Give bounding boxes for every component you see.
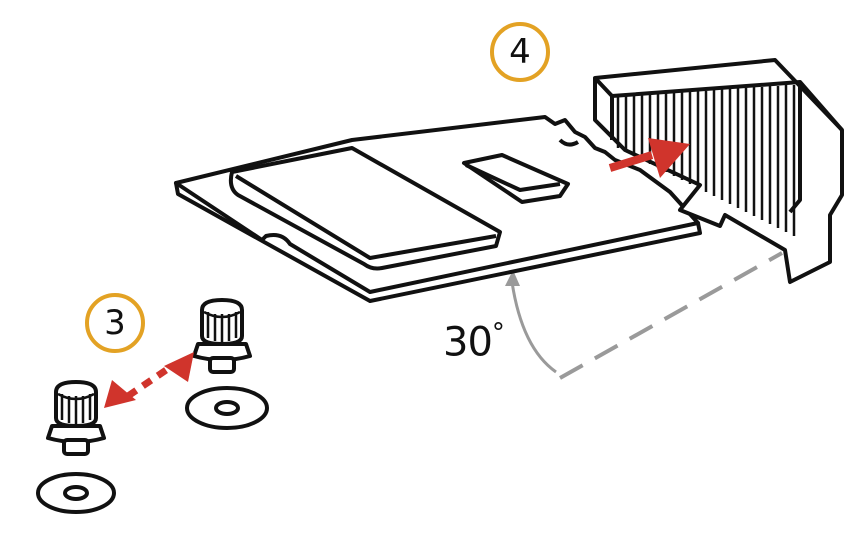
- m2-card: [174, 115, 702, 303]
- standoff-screw-icon: [46, 380, 106, 456]
- card-chip-small-top: [465, 163, 561, 192]
- angle-guide: [505, 251, 783, 380]
- angle-arc-arrowhead: [505, 270, 520, 286]
- insert-arrow-head: [648, 138, 690, 178]
- angle-arc: [510, 281, 557, 374]
- card-gold-finger-notch: [558, 138, 580, 147]
- step-3-badge: 3: [85, 293, 145, 353]
- screw-knurl: [57, 392, 95, 424]
- card-chip-large-top: [234, 174, 497, 260]
- card-chip-small: [462, 153, 570, 204]
- step-3-number: 3: [104, 303, 126, 343]
- dashed-guide-line: [559, 251, 783, 380]
- standoff-screw-icon: [192, 298, 252, 374]
- card-chip-large: [228, 146, 502, 271]
- slot-top: [593, 76, 844, 132]
- angle-label: 30°: [443, 318, 505, 366]
- insert-arrow: [608, 138, 690, 178]
- angle-unit: °: [491, 318, 505, 348]
- angle-value: 30: [443, 319, 493, 366]
- step-4-badge: 4: [490, 22, 550, 82]
- insert-arrow-shaft: [608, 151, 654, 172]
- washer-icon: [185, 386, 269, 430]
- screw-move-arrow: [104, 352, 194, 408]
- screw-move-arrow-head-left: [104, 380, 136, 408]
- m2-slot: [593, 58, 844, 284]
- washer-inner: [63, 485, 89, 501]
- screw-shank: [208, 356, 236, 374]
- screw-knurl: [203, 310, 241, 342]
- screw-move-arrow-head-right: [164, 352, 194, 382]
- washer-icon: [36, 472, 116, 514]
- step-4-number: 4: [509, 32, 531, 72]
- washer-inner: [214, 400, 240, 416]
- screw-shank: [62, 438, 90, 456]
- screw-move-arrow-shaft: [126, 363, 174, 399]
